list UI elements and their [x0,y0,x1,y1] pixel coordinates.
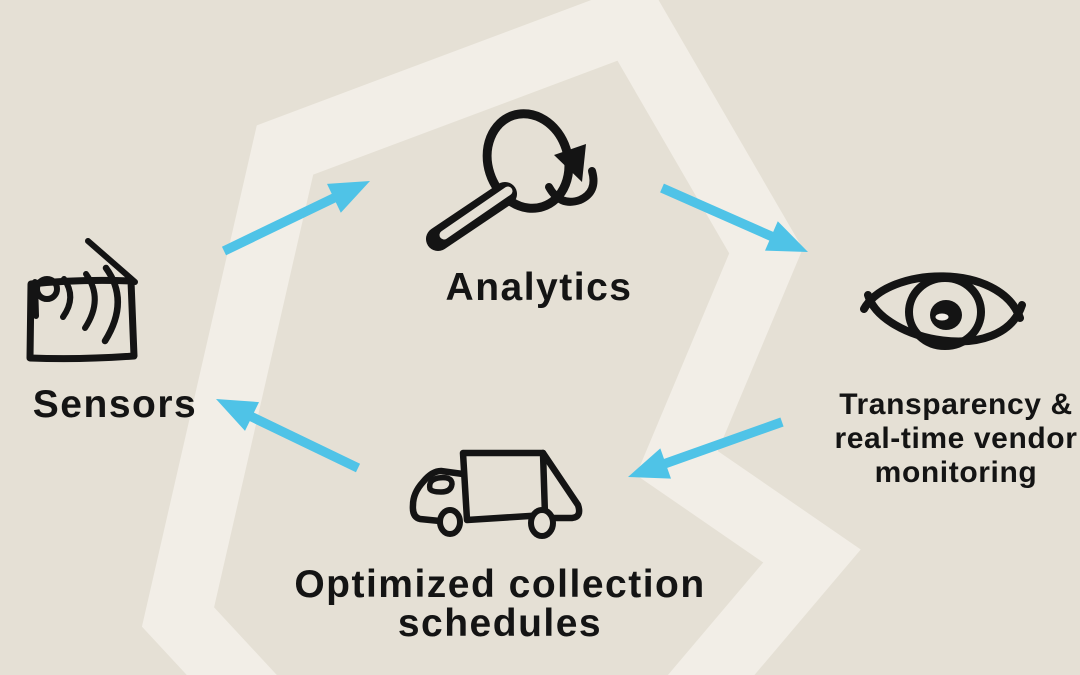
monitoring-label-line3: monitoring [874,456,1038,489]
watermark-ribbon-shape [141,0,861,675]
monitoring-label-line2: real-time vendor [834,422,1078,455]
schedules-label: Optimized collection schedules [294,565,705,643]
monitoring-label: Transparency & real-time vendor monitori… [834,388,1077,490]
arrow-analytics-to-monitoring [660,183,808,252]
monitoring-label-line1: Transparency & [839,388,1073,421]
schedules-label-line1: Optimized collection [294,563,706,606]
arrow-schedules-to-sensors [216,399,361,473]
wireless-sensor-icon [26,238,138,363]
garbage-truck-icon [409,449,583,539]
arrow-monitoring-to-schedules [628,417,784,479]
magnifier-refresh-icon [426,109,598,251]
eye-icon [860,272,1026,350]
analytics-label: Analytics [445,266,633,309]
schedules-label-line2: schedules [397,602,603,645]
sensors-label: Sensors [32,383,198,426]
arrow-sensors-to-analytics [221,181,370,256]
